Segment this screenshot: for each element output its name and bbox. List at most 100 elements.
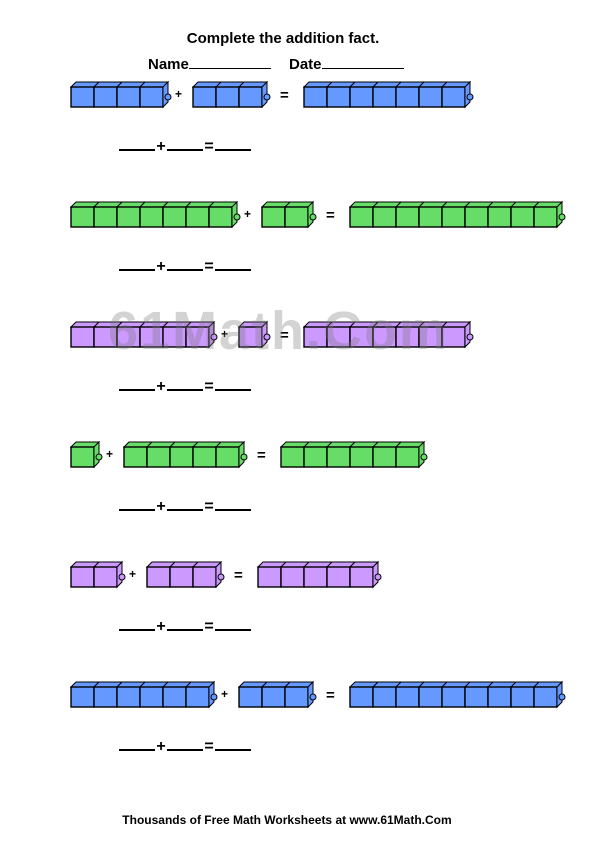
answer-blank-addend2[interactable] <box>167 615 203 631</box>
unit-cube <box>441 686 466 708</box>
cube-train-addend1 <box>70 561 126 589</box>
answer-blank-addend1[interactable] <box>119 495 155 511</box>
plus-sign: + <box>106 447 114 461</box>
worksheet-title: Complete the addition fact. <box>186 30 380 47</box>
answer-equals-sign: = <box>204 138 214 155</box>
name-field[interactable]: Name <box>148 56 271 73</box>
unit-cube <box>93 206 118 228</box>
cube-connector <box>164 93 172 101</box>
unit-cube <box>192 86 217 108</box>
unit-cube <box>372 326 397 348</box>
answer-blank-addend1[interactable] <box>119 615 155 631</box>
unit-cube <box>70 686 95 708</box>
plus-sign: + <box>221 687 229 701</box>
cube-side-face <box>238 441 245 469</box>
unit-cube <box>303 566 328 588</box>
unit-cube <box>441 326 466 348</box>
unit-cube <box>146 566 171 588</box>
unit-cube <box>349 566 374 588</box>
answer-plus-sign: + <box>156 618 166 635</box>
answer-blank-sum[interactable] <box>215 495 251 511</box>
unit-cube <box>185 206 210 228</box>
unit-cube <box>372 686 397 708</box>
unit-cube <box>257 566 282 588</box>
date-blank[interactable] <box>321 68 404 69</box>
plus-sign: + <box>175 87 183 101</box>
answer-plus-sign: + <box>156 258 166 275</box>
answer-equals-sign: = <box>204 258 214 275</box>
unit-cube <box>139 206 164 228</box>
cube-side-face <box>116 561 123 589</box>
unit-cube <box>464 686 489 708</box>
answer-blank-addend1[interactable] <box>119 135 155 151</box>
answer-line: += <box>119 135 251 156</box>
plus-sign: + <box>244 207 252 221</box>
unit-cube <box>303 446 328 468</box>
cube-side-face <box>162 81 169 109</box>
cube-connector <box>263 93 271 101</box>
cube-train-addend1 <box>70 321 218 349</box>
equals-sign: = <box>326 687 335 704</box>
plus-sign: + <box>129 567 137 581</box>
name-blank[interactable] <box>188 68 271 69</box>
answer-blank-addend2[interactable] <box>167 495 203 511</box>
equals-sign: = <box>280 327 289 344</box>
unit-cube <box>70 326 95 348</box>
cube-train-sum <box>349 681 566 709</box>
cube-connector <box>466 333 474 341</box>
unit-cube <box>238 86 263 108</box>
unit-cube <box>238 686 263 708</box>
cube-train-addend1 <box>70 441 103 469</box>
unit-cube <box>372 206 397 228</box>
answer-blank-addend1[interactable] <box>119 735 155 751</box>
cube-side-face <box>208 321 215 349</box>
unit-cube <box>93 86 118 108</box>
answer-plus-sign: + <box>156 498 166 515</box>
answer-blank-addend1[interactable] <box>119 255 155 271</box>
unit-cube <box>116 206 141 228</box>
answer-blank-addend2[interactable] <box>167 135 203 151</box>
unit-cube <box>116 686 141 708</box>
unit-cube <box>185 326 210 348</box>
unit-cube <box>192 566 217 588</box>
cube-train-addend2 <box>261 201 317 229</box>
cube-connector <box>210 333 218 341</box>
cube-train-addend2 <box>238 321 271 349</box>
answer-blank-sum[interactable] <box>215 255 251 271</box>
unit-cube <box>510 206 535 228</box>
answer-blank-sum[interactable] <box>215 735 251 751</box>
answer-equals-sign: = <box>204 618 214 635</box>
answer-blank-sum[interactable] <box>215 135 251 151</box>
answer-blank-addend1[interactable] <box>119 375 155 391</box>
unit-cube <box>261 206 286 228</box>
cube-train-sum <box>303 321 474 349</box>
cube-train-sum <box>349 201 566 229</box>
unit-cube <box>93 326 118 348</box>
cube-connector <box>558 693 566 701</box>
equals-sign: = <box>280 87 289 104</box>
cube-side-face <box>215 561 222 589</box>
answer-blank-addend2[interactable] <box>167 255 203 271</box>
unit-cube <box>162 206 187 228</box>
answer-plus-sign: + <box>156 138 166 155</box>
unit-cube <box>533 686 558 708</box>
cube-connector <box>466 93 474 101</box>
answer-blank-addend2[interactable] <box>167 735 203 751</box>
unit-cube <box>146 446 171 468</box>
unit-cube <box>208 206 233 228</box>
answer-blank-sum[interactable] <box>215 615 251 631</box>
cube-side-face <box>93 441 100 469</box>
cube-side-face <box>464 321 471 349</box>
answer-blank-sum[interactable] <box>215 375 251 391</box>
unit-cube <box>139 86 164 108</box>
answer-equals-sign: = <box>204 498 214 515</box>
cube-side-face <box>418 441 425 469</box>
cube-train-addend2 <box>146 561 225 589</box>
date-field[interactable]: Date <box>289 56 404 73</box>
cube-train-sum <box>257 561 382 589</box>
unit-cube <box>326 566 351 588</box>
answer-blank-addend2[interactable] <box>167 375 203 391</box>
unit-cube <box>70 566 95 588</box>
answer-plus-sign: + <box>156 378 166 395</box>
cube-train-sum <box>303 81 474 109</box>
